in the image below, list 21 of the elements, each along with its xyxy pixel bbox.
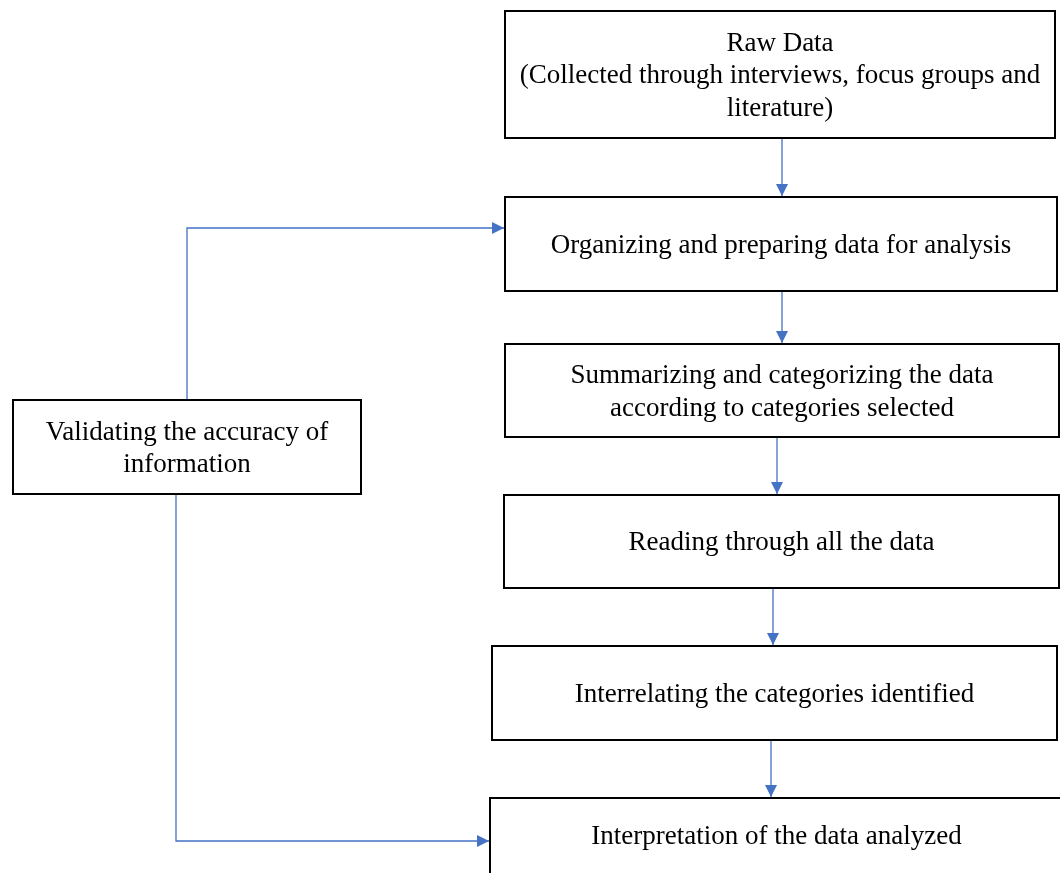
box-text: Interrelating the categories identified [574,676,975,710]
process-box [491,645,1058,741]
process-box [503,494,1060,589]
arrow [175,494,490,847]
box-text: Validating the accuracy of information [44,414,330,480]
arrow [767,588,779,646]
arrow [186,222,505,400]
box-text: Reading through all the data [628,525,935,558]
box-heading: Raw Data [726,25,834,59]
box-text: Summarizing and categorizing the data according to categories selected [569,358,995,423]
process-box [504,196,1058,292]
arrow [776,291,788,344]
box-text: Interpretation of the data analyzed [591,819,962,852]
arrow [765,740,777,798]
process-box [504,343,1060,438]
box-text: Organizing and preparing data for analysis [550,227,1012,261]
process-box [504,10,1056,139]
arrow [776,138,788,197]
process-box [12,399,362,495]
box-text: (Collected through interviews, focus groups and literature) [518,58,1042,124]
arrow [771,437,783,495]
